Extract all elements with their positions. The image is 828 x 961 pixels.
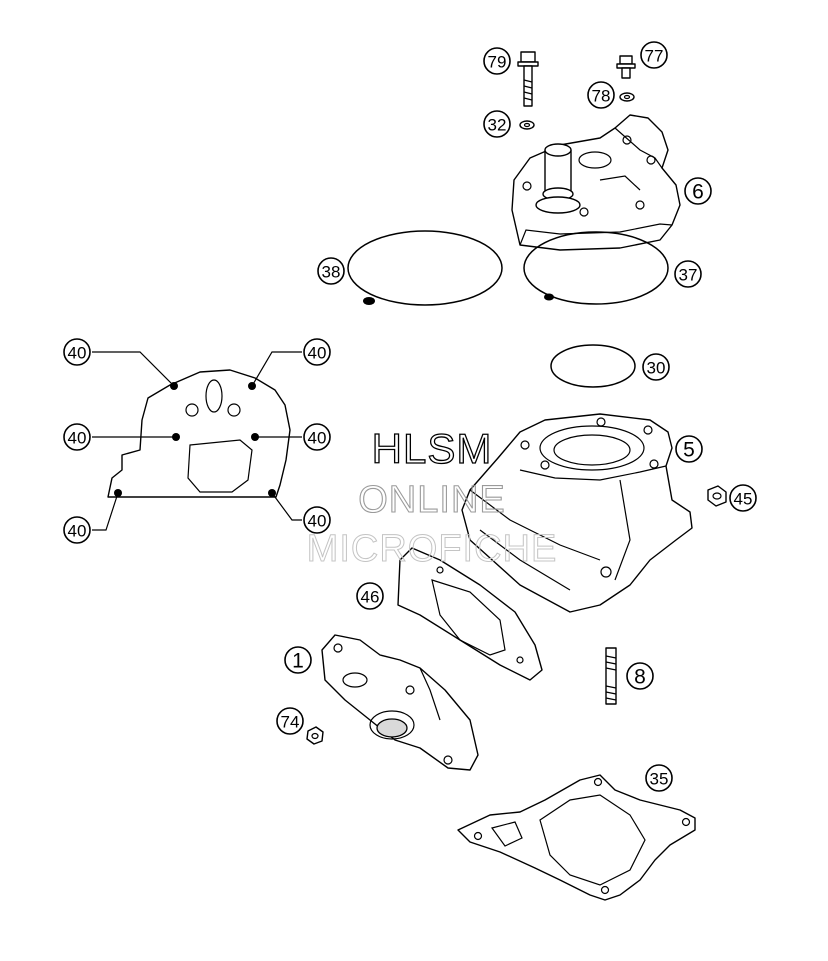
svg-text:35: 35 xyxy=(650,770,669,789)
callout-8: 8 xyxy=(626,662,654,690)
callout-40-middle-left: 40 xyxy=(63,423,91,451)
callout-40-upper-right: 40 xyxy=(303,338,331,366)
callout-38: 38 xyxy=(317,257,345,285)
svg-text:37: 37 xyxy=(679,266,698,285)
svg-text:40: 40 xyxy=(308,512,327,531)
svg-text:HLSM: HLSM xyxy=(372,425,493,472)
svg-text:45: 45 xyxy=(734,490,753,509)
callout-35: 35 xyxy=(645,764,673,792)
callout-45: 45 xyxy=(729,484,757,512)
washer-32-part xyxy=(519,120,535,130)
svg-text:40: 40 xyxy=(308,429,327,448)
o-ring-30-part xyxy=(550,344,636,388)
gasket-plate-40-part xyxy=(107,369,291,498)
gasket-46-part xyxy=(397,547,543,681)
o-ring-38-part xyxy=(347,230,503,306)
svg-text:8: 8 xyxy=(634,666,646,689)
washer-78-part xyxy=(619,92,635,102)
callout-5: 5 xyxy=(675,435,703,463)
callout-74: 74 xyxy=(276,707,304,735)
svg-text:32: 32 xyxy=(488,116,507,135)
svg-text:40: 40 xyxy=(308,344,327,363)
callout-40-lower-right: 40 xyxy=(303,506,331,534)
svg-text:MICROFICHE: MICROFICHE xyxy=(307,528,558,570)
o-ring-37-part xyxy=(523,231,669,305)
intake-flange-1-part xyxy=(321,634,479,771)
svg-text:38: 38 xyxy=(322,263,341,282)
svg-text:1: 1 xyxy=(292,650,304,673)
bolt-77-part xyxy=(616,55,636,79)
bolt-79-part xyxy=(517,51,539,107)
callout-79: 79 xyxy=(483,47,511,75)
callout-40-lower-left: 40 xyxy=(63,516,91,544)
svg-text:40: 40 xyxy=(68,522,87,541)
svg-text:77: 77 xyxy=(645,47,664,66)
svg-text:40: 40 xyxy=(68,429,87,448)
nut-45-part xyxy=(707,485,727,507)
callout-77: 77 xyxy=(640,41,668,69)
callout-32: 32 xyxy=(483,110,511,138)
svg-text:40: 40 xyxy=(68,344,87,363)
svg-text:74: 74 xyxy=(281,713,300,732)
base-gasket-35-part xyxy=(457,774,696,901)
callout-1: 1 xyxy=(284,646,312,674)
svg-text:6: 6 xyxy=(692,181,704,204)
svg-text:30: 30 xyxy=(647,359,666,378)
callout-6: 6 xyxy=(684,177,712,205)
callout-40-middle-right: 40 xyxy=(303,423,331,451)
callout-37: 37 xyxy=(674,260,702,288)
cylinder-5-part xyxy=(461,413,693,613)
svg-text:78: 78 xyxy=(592,87,611,106)
callout-30: 30 xyxy=(642,353,670,381)
nut-74-part xyxy=(306,726,324,745)
svg-text:46: 46 xyxy=(361,588,380,607)
svg-text:79: 79 xyxy=(488,53,507,72)
cylinder-head-6-part xyxy=(511,114,681,251)
stud-8-part xyxy=(605,647,617,705)
svg-text:ONLINE: ONLINE xyxy=(358,479,505,521)
callout-46: 46 xyxy=(356,582,384,610)
callout-40-upper-left: 40 xyxy=(63,338,91,366)
leader-lines-40 xyxy=(92,351,302,531)
watermark: HLSM ONLINE MICROFICHE xyxy=(306,424,558,570)
svg-text:5: 5 xyxy=(683,439,695,462)
callout-78: 78 xyxy=(587,81,615,109)
